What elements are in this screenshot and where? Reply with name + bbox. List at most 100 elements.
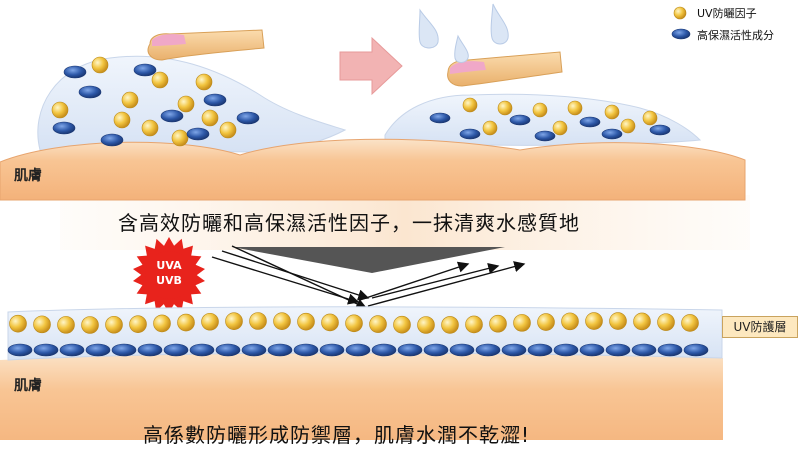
moisture-bead <box>163 343 189 357</box>
uv-factor-bead <box>369 315 387 333</box>
uv-factor-bead <box>585 312 603 330</box>
legend-moisture-label: 高保濕活性成分 <box>697 29 774 42</box>
uv-factor-bead <box>51 101 69 119</box>
uv-factor-bead <box>552 120 568 136</box>
uv-factor-bead <box>141 119 159 137</box>
moisture-bead <box>579 116 601 128</box>
uv-factor-bead <box>57 316 75 334</box>
moisture-bead <box>475 343 501 357</box>
uv-reflection-arrows <box>211 245 526 309</box>
caption-background <box>0 440 800 459</box>
skin-top <box>0 138 746 201</box>
finger-icon <box>447 51 563 87</box>
uv-factor-bead <box>321 313 339 332</box>
moisture-bead <box>203 93 227 107</box>
droplet-icon <box>418 3 509 63</box>
finger-icon <box>147 29 265 61</box>
moisture-bead <box>85 343 111 357</box>
legend-uv-label: UV防曬因子 <box>697 7 757 20</box>
uv-badge-line2: UVB <box>156 274 182 287</box>
uv-factor-bead <box>219 121 237 139</box>
uv-factor-bead <box>177 95 195 113</box>
uv-factor-bead <box>642 110 658 126</box>
caption-top: 含高效防曬和高保濕活性因子，一抹清爽水感質地 <box>118 211 580 235</box>
uv-factor-bead <box>417 316 435 334</box>
uv-factor-bead <box>532 102 548 118</box>
moisture-bead <box>683 343 709 357</box>
uv-factor-bead <box>273 312 291 330</box>
moisture-bead <box>527 343 553 357</box>
moisture-bead <box>267 343 293 357</box>
uv-factor-bead <box>462 97 478 113</box>
moisture-bead <box>657 343 683 357</box>
skin-label-top: 肌膚 <box>14 168 42 184</box>
moisture-bead <box>423 343 449 357</box>
moisture-bead <box>189 343 215 357</box>
moisture-bead <box>133 63 157 77</box>
uv-factor-bead <box>497 100 513 116</box>
uv-factor-bead <box>561 312 579 331</box>
moisture-bead <box>649 124 671 136</box>
uv-factor-bead <box>151 71 169 89</box>
uv-factor-bead <box>465 315 483 334</box>
moisture-bead <box>7 343 33 357</box>
uv-factor-bead <box>91 56 109 74</box>
uv-factor-bead <box>225 312 243 331</box>
sun-icon <box>133 237 205 313</box>
caption-highlight-band <box>60 195 750 250</box>
uv-factor-bead <box>297 312 315 331</box>
uv-factor-bead <box>121 91 139 109</box>
moisture-bead <box>553 343 579 357</box>
reflection-wedge <box>232 247 505 273</box>
moisture-bead <box>319 343 345 357</box>
moisture-bead <box>579 343 605 357</box>
uv-factor-bead <box>177 313 195 332</box>
uv-layer-label: UV防護層 <box>722 316 798 338</box>
legend-moisture-bead-icon <box>671 28 691 40</box>
uv-factor-bead <box>9 314 27 333</box>
moisture-bead <box>236 111 260 125</box>
moisture-bead <box>293 343 319 357</box>
uv-factor-bead <box>513 314 531 332</box>
uv-factor-bead <box>489 314 507 333</box>
moisture-bead <box>100 133 124 147</box>
moisture-bead <box>160 109 184 123</box>
moisture-bead <box>501 343 527 357</box>
uv-factor-bead <box>249 312 267 330</box>
uv-factor-bead <box>681 314 699 332</box>
moisture-bead <box>241 343 267 357</box>
moisture-bead <box>111 343 137 357</box>
skin-bottom <box>0 353 723 459</box>
uv-factor-bead <box>633 312 651 331</box>
moisture-bead <box>345 343 371 357</box>
uv-factor-bead <box>105 315 123 334</box>
uv-factor-bead <box>171 129 189 147</box>
moisture-bead <box>371 343 397 357</box>
moisture-bead <box>449 343 475 357</box>
moisture-bead <box>631 343 657 357</box>
caption-bottom: 高係數防曬形成防禦層，肌膚水潤不乾澀! <box>143 423 531 447</box>
uv-factor-bead <box>129 315 147 333</box>
uv-factor-bead <box>345 314 363 333</box>
uv-factor-bead <box>620 118 636 134</box>
skin-label-bottom: 肌膚 <box>14 378 42 394</box>
uv-factor-bead <box>81 316 99 334</box>
moisture-bead <box>137 343 163 357</box>
uv-factor-bead <box>604 104 620 120</box>
moisture-bead <box>534 130 556 142</box>
moisture-bead <box>63 65 87 79</box>
right-arrow-icon <box>339 36 403 96</box>
uv-factor-bead <box>482 120 498 136</box>
uv-factor-bead <box>113 111 131 129</box>
moisture-bead <box>186 127 210 141</box>
moisture-bead <box>33 343 59 357</box>
moisture-bead <box>78 85 102 99</box>
uv-factor-bead <box>201 312 219 331</box>
moisture-bead <box>59 343 85 357</box>
uv-factor-bead <box>195 73 213 91</box>
moisture-bead <box>509 114 531 126</box>
uv-factor-bead <box>201 109 219 127</box>
uv-badge-line1: UVA <box>156 259 182 272</box>
